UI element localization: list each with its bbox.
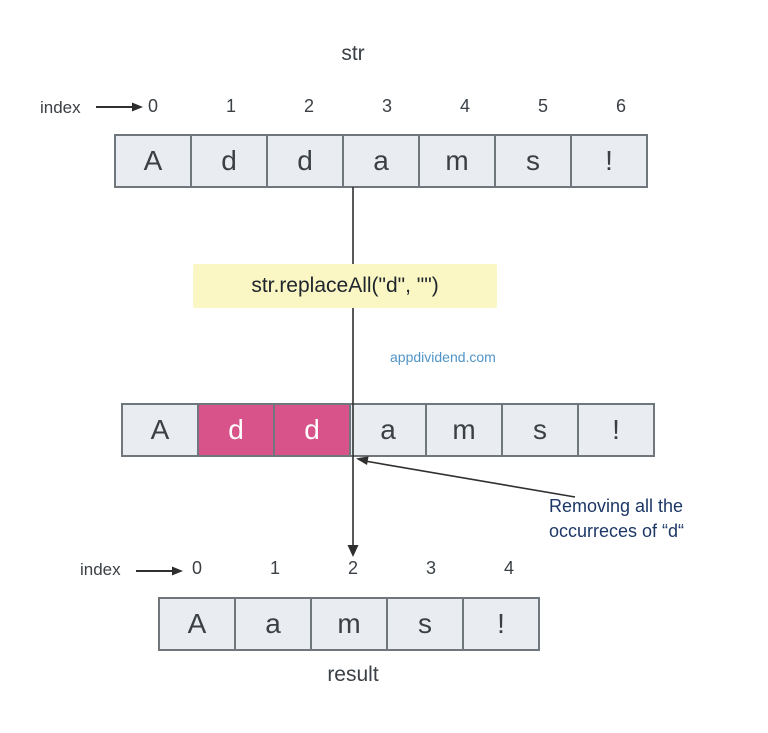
index-number: 3: [381, 96, 392, 116]
result-string-title: result: [327, 663, 379, 686]
char-cell: !: [570, 134, 648, 188]
annotation-arrow-line: [361, 459, 576, 498]
char-cell: d: [266, 134, 344, 188]
index-number: 1: [225, 96, 236, 116]
source-index-row: 0 1 2 3 4 5 6: [114, 96, 660, 117]
operation-code: str.replaceAll("d", ""): [251, 274, 439, 297]
char-cell: m: [310, 597, 388, 651]
highlighted-char-cell: d: [273, 403, 351, 457]
index-number: 5: [537, 96, 548, 116]
result-index-label: index: [80, 560, 121, 579]
result-index-row: 0 1 2 3 4: [158, 558, 548, 579]
char-cell: a: [349, 403, 427, 457]
char-cell: a: [234, 597, 312, 651]
watermark-text: appdividend.com: [390, 349, 496, 365]
annotation-arrowhead-icon: [356, 456, 369, 465]
source-string-title: str: [341, 42, 365, 65]
highlighted-char-cell: d: [197, 403, 275, 457]
index-number: 1: [269, 558, 280, 578]
char-cell: m: [418, 134, 496, 188]
index-number: 0: [191, 558, 202, 578]
source-index-label: index: [40, 98, 81, 117]
result-string-row: A a m s !: [158, 597, 540, 651]
index-number: 2: [347, 558, 358, 578]
operation-box: str.replaceAll("d", ""): [193, 264, 497, 308]
annotation-line-1: Removing all the: [549, 496, 684, 516]
source-string-row: A d d a m s !: [114, 134, 648, 188]
index-number: 2: [303, 96, 314, 116]
char-cell: a: [342, 134, 420, 188]
char-cell: A: [121, 403, 199, 457]
index-number: 4: [503, 558, 514, 578]
char-cell: m: [425, 403, 503, 457]
intermediate-string-row: A d d a m s !: [121, 403, 655, 457]
index-number: 4: [459, 96, 470, 116]
annotation-line-2: occurreces of “d“: [549, 521, 685, 541]
index-number: 3: [425, 558, 436, 578]
down-arrowhead-icon: [347, 545, 359, 557]
char-cell: s: [494, 134, 572, 188]
char-cell: s: [501, 403, 579, 457]
index-number: 6: [615, 96, 626, 116]
char-cell: A: [114, 134, 192, 188]
char-cell: !: [577, 403, 655, 457]
annotation-text: Removing all the occurreces of “d“: [549, 494, 739, 544]
char-cell: A: [158, 597, 236, 651]
char-cell: !: [462, 597, 540, 651]
char-cell: s: [386, 597, 464, 651]
index-number: 0: [147, 96, 158, 116]
char-cell: d: [190, 134, 268, 188]
